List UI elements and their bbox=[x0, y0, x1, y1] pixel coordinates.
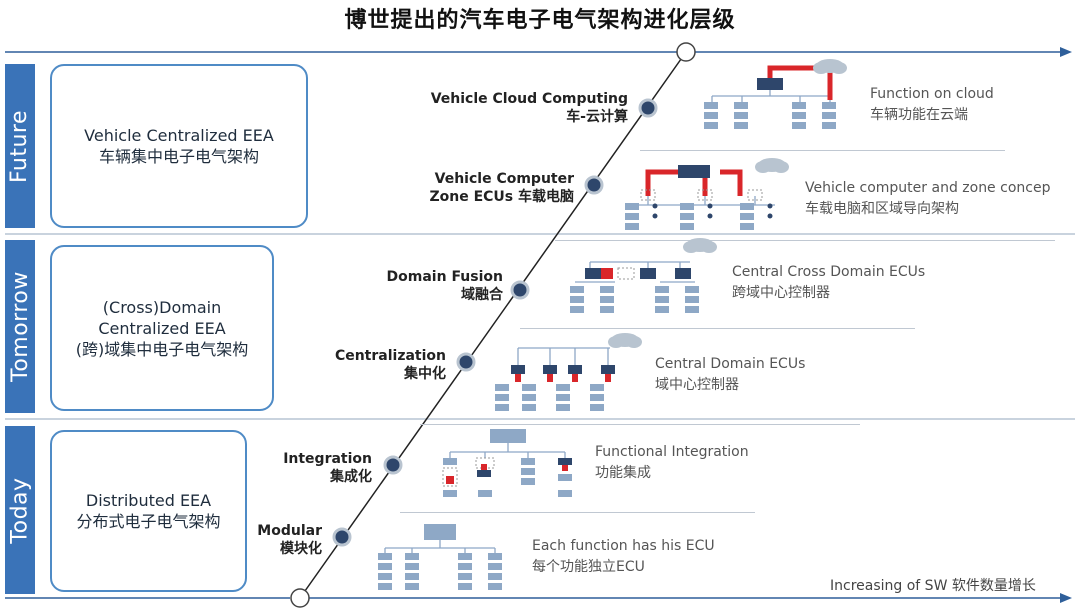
description-en: Functional Integration bbox=[595, 444, 749, 460]
node-bottom bbox=[290, 588, 310, 608]
page-title: 博世提出的汽车电子电气架构进化层级 bbox=[344, 7, 736, 33]
stage-label: Centralization 集中化 bbox=[286, 347, 446, 383]
stage-en: Modular bbox=[257, 523, 322, 539]
stage-node bbox=[332, 527, 352, 547]
stage-en: Vehicle Cloud Computing bbox=[430, 91, 628, 107]
description-zh: 车辆功能在云端 bbox=[870, 107, 968, 123]
stage-node bbox=[584, 175, 604, 195]
description-zh: 功能集成 bbox=[595, 465, 651, 481]
stage-divider bbox=[420, 424, 860, 425]
stage-description: Central Cross Domain ECUs 跨域中心控制器 bbox=[732, 262, 925, 304]
description-en: Central Cross Domain ECUs bbox=[732, 264, 926, 280]
stage-en: Domain Fusion bbox=[386, 269, 503, 285]
stage-node bbox=[510, 280, 530, 300]
stage-description: Function on cloud 车辆功能在云端 bbox=[870, 84, 994, 126]
stage-zh: 车-云计算 bbox=[566, 109, 628, 125]
card-title-en: Centralized EEA bbox=[98, 318, 226, 338]
stage-en: Integration bbox=[283, 451, 372, 467]
band-today: Today bbox=[5, 426, 35, 594]
description-en: Function on cloud bbox=[870, 86, 994, 102]
card-title-zh: 车辆集中电子电气架构 bbox=[98, 147, 259, 166]
stage-zh: 集成化 bbox=[330, 469, 372, 485]
description-zh: 跨域中心控制器 bbox=[732, 285, 830, 301]
stage-en: Centralization bbox=[334, 348, 446, 364]
stage-label: Vehicle Cloud Computing 车-云计算 bbox=[398, 90, 628, 126]
stage-label: Domain Fusion 域融合 bbox=[343, 268, 503, 304]
stage-description: Central Domain ECUs 域中心控制器 bbox=[655, 354, 805, 396]
stage-description: Vehicle computer and zone concep 车载电脑和区域… bbox=[805, 178, 1077, 220]
stage-en: Vehicle Computer bbox=[434, 171, 574, 187]
stage-description: Each function has his ECU 每个功能独立ECU bbox=[532, 536, 715, 578]
stage-description: Functional Integration 功能集成 bbox=[595, 442, 749, 484]
stage-divider bbox=[555, 240, 1055, 241]
band-tomorrow: Tomorrow bbox=[5, 240, 35, 413]
description-zh: 每个功能独立ECU bbox=[532, 559, 645, 575]
stage-node bbox=[383, 455, 403, 475]
diagram-functional-integration bbox=[449, 443, 566, 458]
description-zh: 域中心控制器 bbox=[655, 377, 739, 393]
axis-label: Increasing of SW 软件数量增长 bbox=[830, 578, 1036, 594]
stage-zh: 域融合 bbox=[461, 287, 503, 303]
card-title-zh: 分布式电子电气架构 bbox=[76, 512, 221, 531]
central-computer bbox=[757, 78, 783, 90]
stage-zh: Zone ECUs 车载电脑 bbox=[429, 189, 574, 205]
stage-zh: 模块化 bbox=[280, 541, 322, 557]
stage-divider bbox=[520, 328, 915, 329]
card-title-en: Vehicle Centralized EEA bbox=[84, 126, 274, 145]
stage-node bbox=[638, 98, 658, 118]
eea-card-future: Vehicle Centralized EEA 车辆集中电子电气架构 bbox=[50, 64, 308, 228]
stage-label: Integration 集成化 bbox=[232, 450, 372, 486]
card-title-en: (Cross)Domain bbox=[102, 297, 222, 317]
band-divider bbox=[5, 233, 1075, 235]
description-en: Central Domain ECUs bbox=[655, 356, 806, 372]
stage-label: Vehicle Computer Zone ECUs 车载电脑 bbox=[374, 170, 574, 206]
band-future: Future bbox=[5, 64, 35, 228]
stage-node bbox=[456, 352, 476, 372]
description-en: Each function has his ECU bbox=[532, 538, 715, 554]
description-zh: 车载电脑和区域导向架构 bbox=[805, 201, 959, 217]
stage-divider bbox=[640, 150, 1005, 151]
diagram-modular bbox=[384, 540, 496, 553]
diagram-central-domain bbox=[517, 347, 610, 365]
stage-divider bbox=[400, 512, 755, 513]
vehicle-computer bbox=[678, 165, 710, 178]
cloud-icon bbox=[813, 59, 847, 74]
card-title-zh: (跨)域集中电子电气架构 bbox=[75, 339, 249, 359]
description-en: Vehicle computer and zone concep bbox=[805, 180, 1051, 196]
eea-card-today: Distributed EEA 分布式电子电气架构 bbox=[50, 430, 247, 592]
band-divider bbox=[5, 418, 1075, 420]
stage-zh: 集中化 bbox=[404, 366, 446, 382]
eea-card-tomorrow: (Cross)Domain Centralized EEA (跨)域集中电子电气… bbox=[50, 245, 274, 411]
stage-label: Modular 模块化 bbox=[202, 522, 322, 558]
card-title-en: Distributed EEA bbox=[85, 491, 212, 510]
node-top bbox=[676, 42, 696, 62]
